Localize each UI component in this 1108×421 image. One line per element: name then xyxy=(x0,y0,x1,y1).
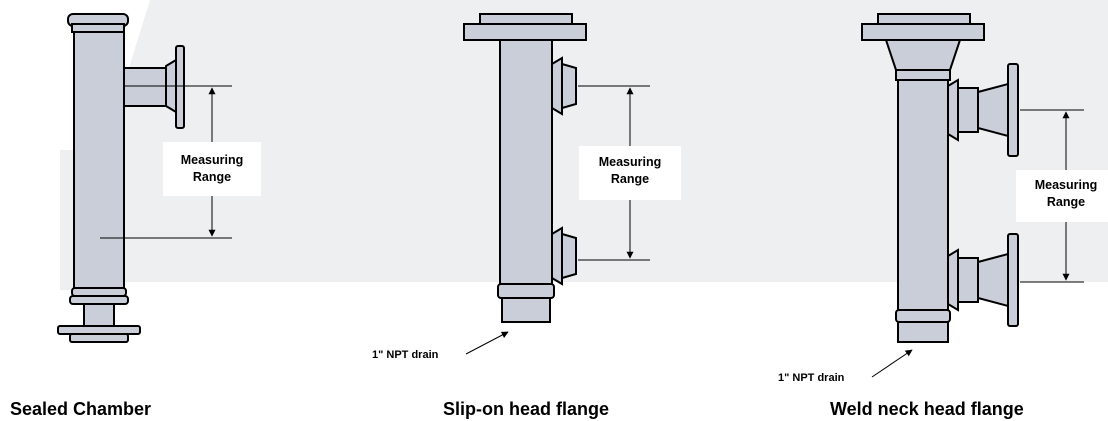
slip-on-flange-diagram: Measuring Range 1" NPT drain xyxy=(372,13,681,361)
weldneck-range-label-line2: Range xyxy=(1047,195,1085,209)
weld-neck-flange-caption: Weld neck head flange xyxy=(830,399,1024,419)
sealed-range-label-line1: Measuring xyxy=(181,153,244,167)
slipon-range-label-line1: Measuring xyxy=(599,155,662,169)
sealed-chamber-diagram: Measuring Range xyxy=(57,13,261,343)
sealed-chamber-caption: Sealed Chamber xyxy=(10,399,152,419)
weld-neck-flange-diagram: Measuring Range 1" NPT drain xyxy=(778,13,1108,384)
slipon-range-label-line2: Range xyxy=(611,172,649,186)
weldneck-range-label-line1: Measuring xyxy=(1035,178,1098,192)
background-band xyxy=(60,0,1108,290)
slipon-drain-label: 1" NPT drain xyxy=(372,349,439,361)
weldneck-drain-label: 1" NPT drain xyxy=(778,372,845,384)
slip-on-flange-caption: Slip-on head flange xyxy=(443,399,610,419)
sealed-range-label-line2: Range xyxy=(193,170,231,184)
